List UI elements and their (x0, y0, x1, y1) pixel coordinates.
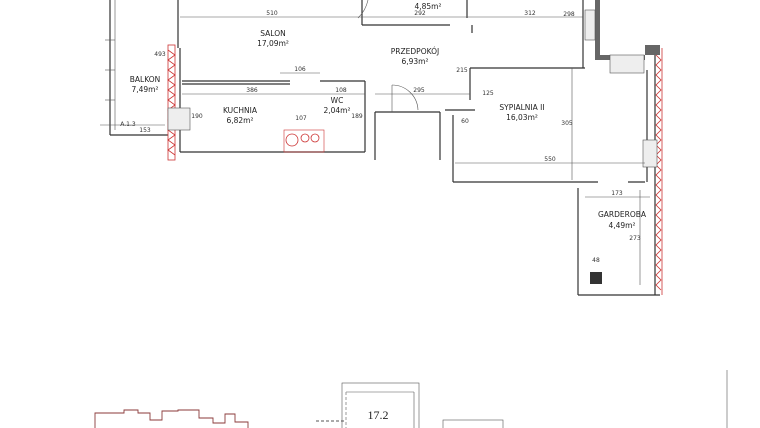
dim-label: 48 (592, 257, 600, 264)
room-area-sypialnia: 16,03m² (506, 113, 538, 122)
interior-walls (180, 0, 660, 296)
dim-label: 60 (461, 118, 469, 125)
room-name-przedpokoj: PRZEDPOKÓJ (391, 47, 439, 56)
dim-label: 550 (544, 156, 556, 163)
room-name-balkon: BALKON (130, 75, 160, 84)
balcony-outline (105, 0, 170, 136)
dim-label: 273 (629, 235, 641, 242)
room-name-garderoba: GARDEROBA (598, 210, 647, 219)
dimension-labels: 510 292 312 298 493 106 386 108 295 215 … (120, 10, 641, 264)
dim-label: 292 (414, 10, 426, 17)
dim-label: 189 (351, 113, 363, 120)
room-area-przedpokoj: 6,93m² (401, 57, 428, 66)
dim-label: 510 (266, 10, 278, 17)
dim-label: 107 (295, 115, 307, 122)
room-area-top: 4,85m² (414, 2, 441, 11)
dim-label: 298 (563, 11, 575, 18)
site-plan: 17.2 (94, 370, 728, 428)
dim-label: 493 (154, 51, 166, 58)
dim-label: 106 (294, 66, 306, 73)
dim-label: 305 (561, 120, 573, 127)
dim-label: 312 (524, 10, 536, 17)
room-area-balkon: 7,49m² (131, 85, 158, 94)
dim-label: 386 (246, 87, 258, 94)
dim-label: 108 (335, 87, 347, 94)
room-area-kuchnia: 6,82m² (226, 116, 253, 125)
room-name-sypialnia: SYPIALNIA II (499, 103, 544, 112)
dim-label: 125 (482, 90, 494, 97)
exterior-wall-right (167, 0, 663, 295)
room-name-salon: SALON (260, 29, 285, 38)
site-plan-label: 17.2 (368, 408, 389, 422)
axis-marker: A.1.3 (120, 121, 136, 128)
room-name-kuchnia: KUCHNIA (223, 106, 258, 115)
exterior-wall-left (167, 0, 181, 161)
dim-label: 190 (191, 113, 203, 120)
room-area-wc: 2,04m² (323, 106, 350, 115)
dim-label: 153 (139, 127, 151, 134)
dim-label: 295 (413, 87, 425, 94)
room-name-wc: WC (331, 96, 344, 105)
dimension-lines (100, 16, 650, 285)
room-area-garderoba: 4,49m² (608, 221, 635, 230)
room-area-salon: 17,09m² (257, 39, 289, 48)
dim-label: 173 (611, 190, 623, 197)
dim-label: 215 (456, 67, 468, 74)
room-labels: SALON 17,09m² PRZEDPOKÓJ 6,93m² BALKON 7… (130, 2, 647, 230)
